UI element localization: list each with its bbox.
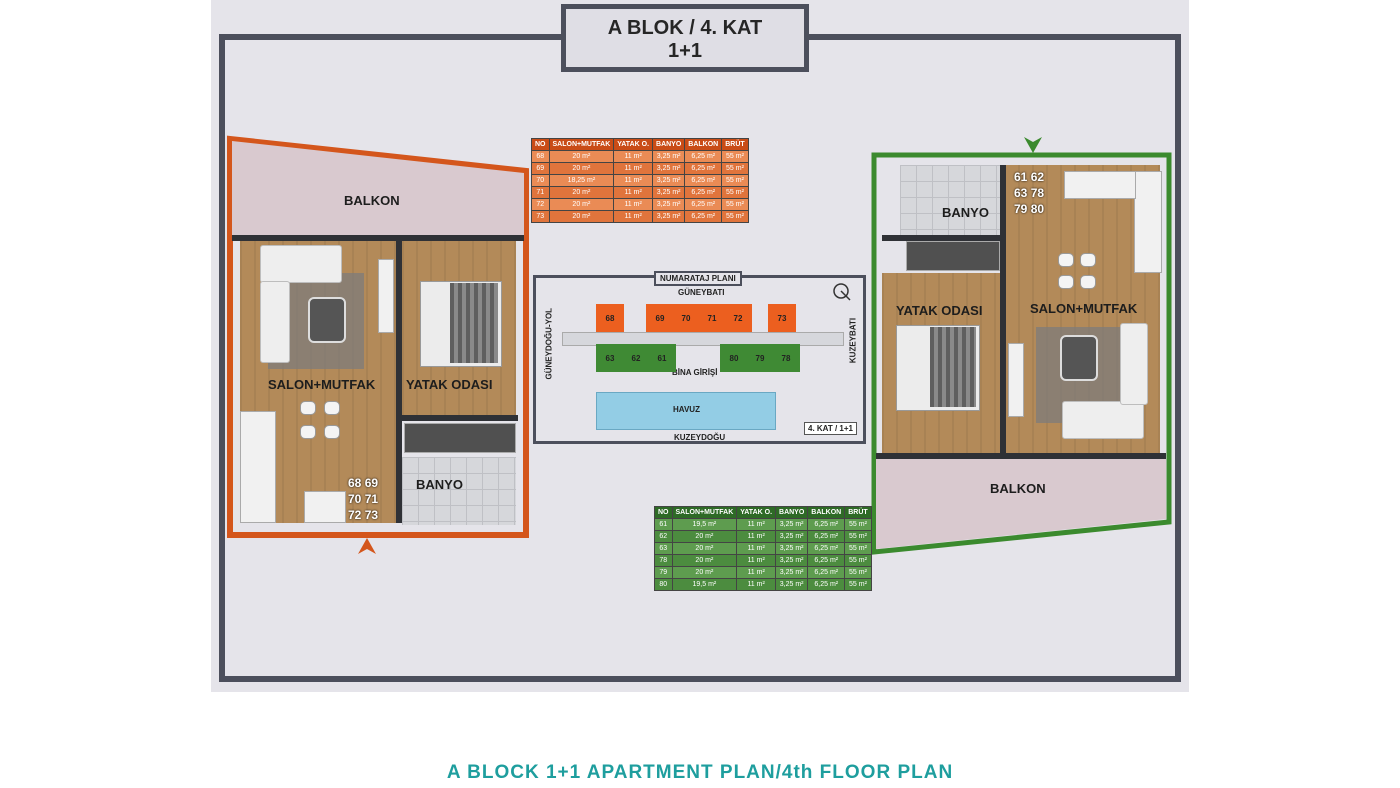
right-unit-numbers: 61 62 63 78 79 80 xyxy=(1014,170,1045,216)
right-tv-unit xyxy=(1008,343,1024,417)
right-bed-cover xyxy=(930,327,976,407)
title-box: A BLOK / 4. KAT 1+1 xyxy=(561,4,809,72)
right-apartment-outline xyxy=(871,152,1172,555)
right-bedroom xyxy=(882,273,1000,455)
left-wardrobe xyxy=(404,423,516,453)
right-dining-chair xyxy=(1080,275,1096,289)
left-wall-mid xyxy=(396,241,402,523)
site-unit-71: 71 xyxy=(698,304,726,332)
right-sofa xyxy=(1062,401,1144,439)
site-unit-63: 63 xyxy=(596,344,624,372)
footer-caption: A BLOCK 1+1 APARTMENT PLAN/4th FLOOR PLA… xyxy=(446,762,954,783)
left-dining-chair xyxy=(300,401,316,415)
site-south-label: KUZEYDOĞU xyxy=(674,433,726,442)
compass-icon xyxy=(833,283,851,301)
right-bathroom-label: BANYO xyxy=(942,205,989,220)
right-apartment: BALKON BANYO YATAK ODASI SALON+MUTFAK 61… xyxy=(876,157,1166,549)
left-bathroom xyxy=(402,457,516,525)
right-wardrobe xyxy=(906,241,1000,271)
site-east-label: KUZEYBATI xyxy=(848,317,858,364)
left-apartment-outline xyxy=(227,135,529,538)
site-corridor xyxy=(562,332,844,346)
left-dining-chair xyxy=(300,425,316,439)
site-floor-tag: 4. KAT / 1+1 xyxy=(804,422,857,435)
left-living-label: SALON+MUTFAK xyxy=(268,377,376,392)
left-bed-cover xyxy=(450,283,498,363)
right-wall-bath xyxy=(882,235,1006,241)
site-unit-70: 70 xyxy=(672,304,700,332)
left-bathroom-label: BANYO xyxy=(416,477,463,492)
left-tv-unit xyxy=(378,259,394,333)
site-unit-72: 72 xyxy=(724,304,752,332)
right-bathroom xyxy=(900,165,1004,237)
left-kitchen-island xyxy=(304,491,346,523)
site-west-label: GÜNEYDOĞU-YOL xyxy=(544,307,554,380)
site-unit-78: 78 xyxy=(772,344,800,372)
title-line-1: A BLOK / 4. KAT xyxy=(607,17,763,39)
right-dining-chair xyxy=(1058,275,1074,289)
site-unit-79: 79 xyxy=(746,344,774,372)
site-pool-label: HAVUZ xyxy=(673,405,700,414)
right-kitchen-counter xyxy=(1134,171,1162,273)
numbering-site-plan: NUMARATAJ PLANI GÜNEYBATI KUZEYDOĞU GÜNE… xyxy=(533,271,866,444)
left-apartment: BALKON SALON+MUTFAK YATAK ODASI BANYO 68… xyxy=(232,141,524,533)
title-line-2: 1+1 xyxy=(668,40,702,62)
right-wall-bottom xyxy=(876,453,1166,459)
right-wall-mid xyxy=(1000,165,1006,455)
site-unit-61: 61 xyxy=(648,344,676,372)
left-dining-chair xyxy=(324,401,340,415)
right-coffee-table xyxy=(1060,335,1098,381)
left-wall-bed-bottom xyxy=(398,415,518,421)
site-unit-69: 69 xyxy=(646,304,674,332)
left-sofa xyxy=(260,245,342,283)
right-entrance-arrow-icon xyxy=(1024,137,1042,153)
left-balcony xyxy=(232,141,524,239)
site-north-label: GÜNEYBATI xyxy=(678,288,725,297)
left-bedroom-label: YATAK ODASI xyxy=(406,377,493,392)
right-bedroom-label: YATAK ODASI xyxy=(896,303,983,318)
left-unit-numbers: 68 69 70 71 72 73 xyxy=(348,476,379,522)
site-unit-80: 80 xyxy=(720,344,748,372)
right-living-label: SALON+MUTFAK xyxy=(1030,301,1138,316)
site-plan-title: NUMARATAJ PLANI xyxy=(654,271,742,286)
site-unit-73: 73 xyxy=(768,304,796,332)
left-entrance-arrow-icon xyxy=(358,538,376,554)
left-kitchen-counter xyxy=(240,411,276,523)
site-pool: HAVUZ xyxy=(596,392,776,430)
right-balcony-label: BALKON xyxy=(990,481,1046,496)
left-dining-chair xyxy=(324,425,340,439)
left-coffee-table xyxy=(308,297,346,343)
right-sofa-side xyxy=(1120,323,1148,405)
right-kitchen-top xyxy=(1064,171,1136,199)
left-sofa-side xyxy=(260,281,290,363)
site-entrance-label: BİNA GİRİŞİ xyxy=(672,368,718,377)
site-unit-68: 68 xyxy=(596,304,624,332)
right-dining-chair xyxy=(1080,253,1096,267)
right-balcony xyxy=(876,459,1166,549)
left-balcony-label: BALKON xyxy=(344,193,400,208)
site-unit-62: 62 xyxy=(622,344,650,372)
right-dining-chair xyxy=(1058,253,1074,267)
left-wall-top xyxy=(232,235,524,241)
